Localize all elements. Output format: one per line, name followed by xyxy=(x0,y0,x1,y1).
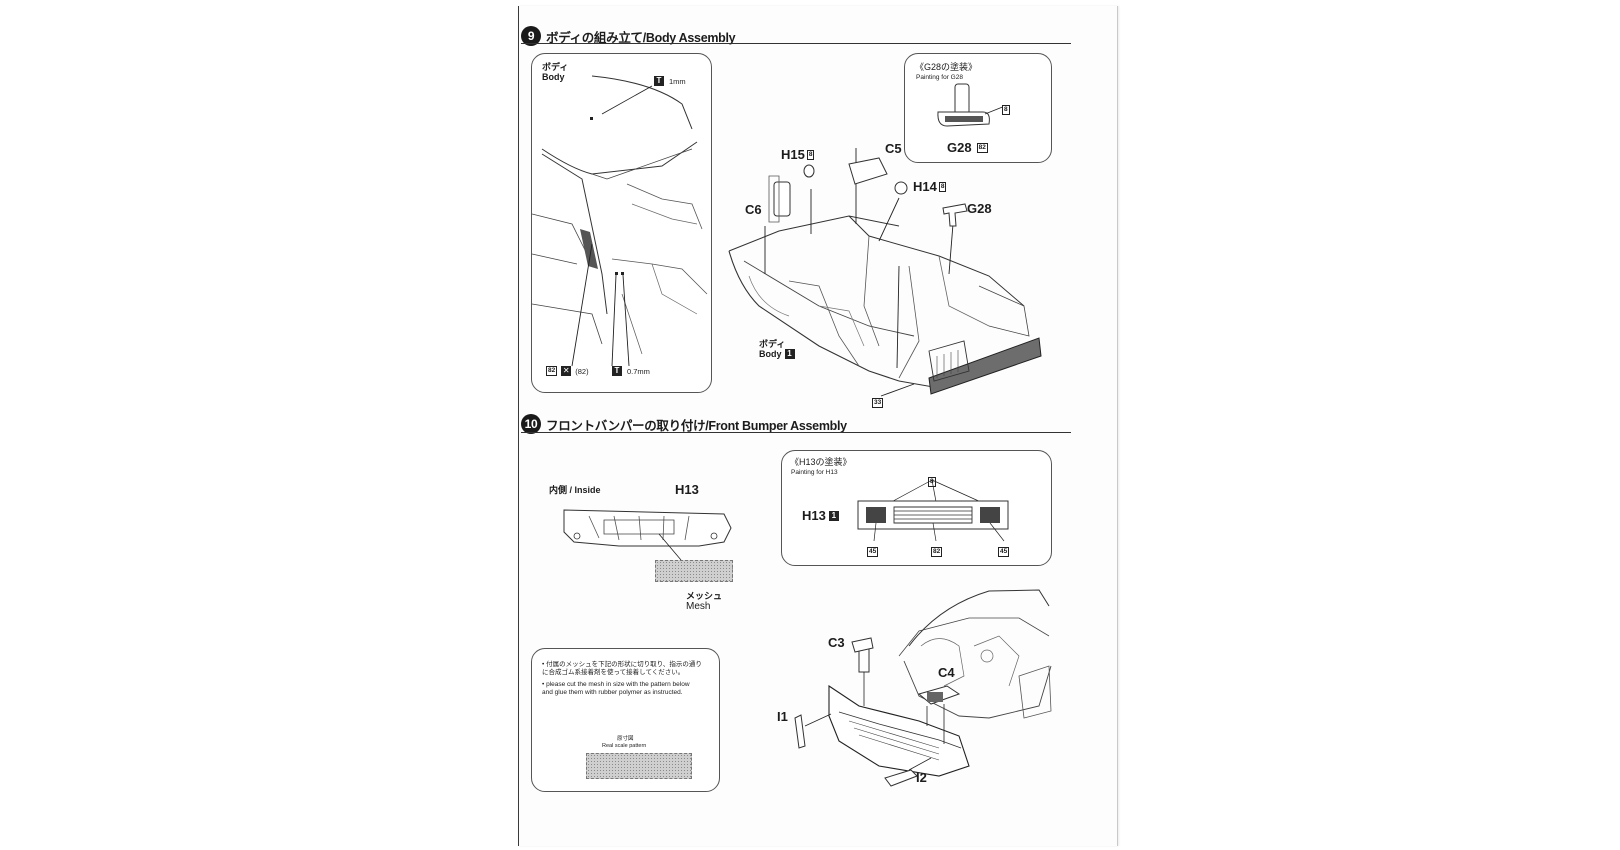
inset-body-label-jp: ボディ xyxy=(542,62,569,72)
note-bullet-en: • please cut the mesh in size with the p… xyxy=(542,681,690,696)
mesh-pattern xyxy=(586,753,692,779)
paint-code-paren: (82) xyxy=(575,366,589,376)
g28-paint-inset: 《G28の塗装》 Painting for G28 8 G28 82 xyxy=(904,53,1052,163)
h13-code-right-value: 45 xyxy=(998,547,1010,557)
paint-callout-left: 82 ✕ (82) xyxy=(546,366,589,376)
g28-code: 8 xyxy=(1002,105,1010,115)
h13-name: H13 xyxy=(802,508,826,523)
h13-inside-label: H13 xyxy=(675,482,699,497)
paint-code: 82 xyxy=(546,366,558,376)
scale-label-jp: 原寸図 xyxy=(617,736,634,742)
body-code: 1 xyxy=(784,349,795,359)
body-assembly-drawing xyxy=(519,6,1119,426)
h13-paint-title-jp: 《H13の塗装》 xyxy=(790,457,852,467)
h13-code-right: 45 xyxy=(998,540,1010,558)
h13-code-mid-value: 82 xyxy=(931,547,943,557)
label-i2: I2 xyxy=(916,770,927,785)
bumper-inside-drawing xyxy=(559,502,739,562)
tool-icon: T xyxy=(612,366,622,376)
label-c4: C4 xyxy=(938,665,955,680)
label-g28: G28 xyxy=(967,201,992,216)
size-callout-1: T 1mm xyxy=(654,76,686,86)
size-07mm: 0.7mm xyxy=(627,366,650,376)
step10-heading: 10 フロントバンパーの取り付け/Front Bumper Assembly xyxy=(521,414,847,434)
note-text-en: please cut the mesh in size with the pat… xyxy=(542,681,690,696)
step10-title: フロントバンパーの取り付け/Front Bumper Assembly xyxy=(546,418,847,433)
step9-rule xyxy=(521,43,1071,44)
step10-number: 10 xyxy=(521,414,541,434)
step10-rule xyxy=(521,432,1071,433)
body-name-jp: ボディ xyxy=(759,339,786,349)
g28-part-code: 82 xyxy=(976,142,988,153)
note-text-jp: 付属のメッシュを下記の形状に切り取り、指示の通りに合成ゴム系接着剤を使って接着し… xyxy=(542,661,702,676)
mesh-piece xyxy=(655,560,733,582)
instruction-page: 9 ボディの組み立て/Body Assembly ボディ Body xyxy=(518,6,1118,846)
h13-code-left: 45 xyxy=(867,540,879,558)
g28-paint-title-en: Painting for G28 xyxy=(916,74,963,81)
h13-part-label: H13 1 xyxy=(802,508,839,523)
size-1mm: 1mm xyxy=(669,76,686,86)
label-c5: C5 xyxy=(885,141,902,156)
label-c6: C6 xyxy=(745,202,762,217)
inset-body-label-en: Body xyxy=(542,72,565,82)
step9-heading: 9 ボディの組み立て/Body Assembly xyxy=(521,26,736,46)
label-i1: I1 xyxy=(777,709,788,724)
h13-paint-title-en: Painting for H13 xyxy=(791,469,838,476)
step9-title: ボディの組み立て/Body Assembly xyxy=(546,30,736,45)
mesh-label-jp: メッシュ xyxy=(686,591,723,601)
g28-part-drawing xyxy=(905,54,1051,162)
label-h15: H15 8 xyxy=(781,147,815,162)
h13-grille-drawing xyxy=(782,451,1051,565)
inside-label: 内側 / Inside xyxy=(549,485,601,495)
g28-name: G28 xyxy=(947,140,972,155)
h14-code: 8 xyxy=(938,181,947,192)
h13-paint-inset: 《H13の塗装》 Painting for H13 8 H13 1 45 82 … xyxy=(781,450,1052,566)
body-detail-inset: ボディ Body T 1mm xyxy=(531,53,712,393)
h13-code-left-value: 45 xyxy=(867,547,879,557)
step9-number: 9 xyxy=(521,26,541,46)
mesh-note-inset: • 付属のメッシュを下記の形状に切り取り、指示の通りに合成ゴム系接着剤を使って接… xyxy=(531,648,720,792)
g28-paint-title-jp: 《G28の塗装》 xyxy=(915,62,978,72)
h14-name: H14 xyxy=(913,179,937,194)
h13-part-code: 1 xyxy=(828,510,839,521)
note-bullet-jp: • 付属のメッシュを下記の形状に切り取り、指示の通りに合成ゴム系接着剤を使って接… xyxy=(542,661,702,676)
tool-icon: T xyxy=(654,76,664,86)
g28-code-badge: 8 xyxy=(1002,98,1010,116)
label-c3: C3 xyxy=(828,635,845,650)
label-body: ボディ Body 1 xyxy=(759,339,795,359)
g28-part-label: G28 82 xyxy=(947,140,988,155)
h15-name: H15 xyxy=(781,147,805,162)
size-callout-2: T 0.7mm xyxy=(612,366,650,376)
bumper-assembly-drawing xyxy=(519,6,1119,846)
label-h14: H14 8 xyxy=(913,179,947,194)
h13-code-mid: 82 xyxy=(931,540,943,558)
body-detail-drawing xyxy=(532,54,711,392)
scale-label-en: Real scale pattern xyxy=(602,743,647,749)
bottom-code: 33 xyxy=(872,398,884,408)
cross-icon: ✕ xyxy=(561,366,572,376)
bottom-code-callout: 33 xyxy=(872,391,884,409)
body-name-en: Body xyxy=(759,349,782,359)
h15-code: 8 xyxy=(806,149,815,160)
mesh-label-en: Mesh xyxy=(686,601,711,612)
